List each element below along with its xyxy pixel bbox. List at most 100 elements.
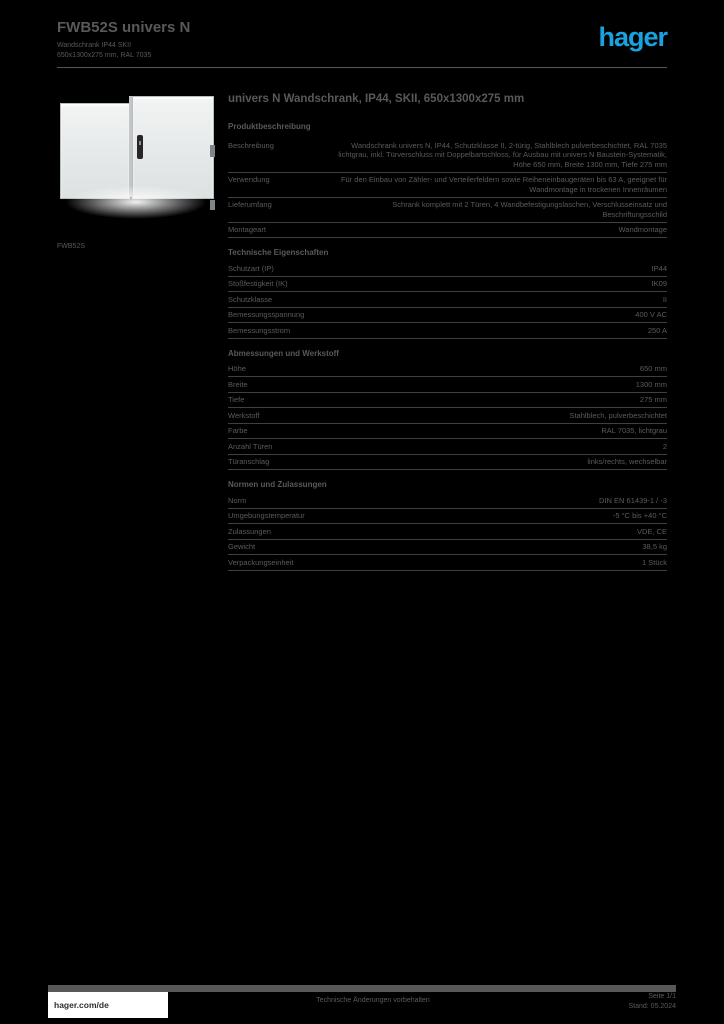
footer-website-link[interactable]: hager.com/de: [54, 1000, 109, 1010]
spec-value: Stahlblech, pulverbeschichtet: [569, 410, 667, 420]
spec-value: -5 °C bis +40 °C: [612, 511, 667, 520]
spec-value: 2: [662, 441, 667, 451]
hager-logo: hager: [598, 22, 668, 52]
spec-row: Bemessungsspannung 400 V AC: [228, 308, 667, 323]
section-rows: Schutzart (IP) IP44 Stoßfestigkeit (IK) …: [228, 261, 667, 339]
page-subtitle-line2: 650x1300x275 mm, RAL 7035: [57, 52, 152, 59]
spec-label: Verwendung: [228, 175, 270, 184]
spec-label: Gewicht: [228, 542, 256, 551]
enclosure-left-door: [60, 103, 130, 199]
spec-row: Verpackungseinheit 1 Stück: [228, 555, 667, 571]
spec-label: Breite: [228, 379, 248, 389]
enclosure-hinge-strip: [129, 96, 132, 197]
spec-label: Norm: [228, 495, 247, 505]
spec-section: Beschreibung Wandschrank univers N, IP44…: [228, 138, 667, 238]
spec-value: RAL 7035, lichtgrau: [601, 426, 667, 435]
spec-row: Anzahl Türen 2: [228, 439, 667, 455]
spec-value: 650 mm: [639, 364, 667, 373]
spec-value: Schrank komplett mit 2 Türen, 4 Wandbefe…: [392, 200, 667, 219]
spec-value: Wandmontage: [618, 225, 667, 234]
spec-label: Montageart: [228, 225, 266, 234]
spec-label: Werkstoff: [228, 410, 260, 420]
enclosure-wall-tab: [210, 145, 215, 157]
spec-value: 1300 mm: [635, 379, 667, 389]
spec-row: Schutzart (IP) IP44: [228, 261, 667, 277]
enclosure-handle: [137, 135, 143, 159]
spec-label: Bemessungsspannung: [228, 310, 305, 319]
enclosure-lock-icon: [139, 141, 141, 145]
spec-label: Verpackungseinheit: [228, 557, 294, 567]
spec-value: 275 mm: [639, 395, 667, 404]
spec-value: 38,5 kg: [642, 542, 667, 551]
spec-value: 1 Stück: [641, 557, 667, 567]
spec-value: II: [662, 294, 667, 304]
spec-value: 250 A: [647, 325, 667, 335]
spec-section: Abmessungen und Werkstoff Höhe 650 mm Br…: [228, 348, 667, 470]
spec-label: Lieferumfang: [228, 200, 272, 209]
spec-row: Farbe RAL 7035, lichtgrau: [228, 424, 667, 439]
spec-sections: Beschreibung Wandschrank univers N, IP44…: [228, 138, 667, 571]
spec-value: 400 V AC: [635, 310, 667, 319]
spec-row: Verwendung Für den Einbau von Zähler- un…: [228, 173, 667, 198]
spec-section: Technische Eigenschaften Schutzart (IP) …: [228, 248, 667, 339]
spec-row: Beschreibung Wandschrank univers N, IP44…: [228, 138, 667, 173]
spec-row: Tiefe 275 mm: [228, 393, 667, 408]
section-title: Normen und Zulassungen: [228, 480, 327, 489]
product-description-heading: Produktbeschreibung: [228, 122, 311, 131]
spec-label: Schutzklasse: [228, 294, 273, 304]
enclosure-right-door: [132, 96, 214, 199]
footer-website-box: hager.com/de: [48, 992, 168, 1018]
section-rows: Beschreibung Wandschrank univers N, IP44…: [228, 138, 667, 238]
image-floor-reflection: [65, 185, 207, 219]
footer-page-info: Seite 1/1 Stand: 05.2024: [596, 992, 677, 1012]
spec-row: Montageart Wandmontage: [228, 223, 667, 238]
spec-value: Wandschrank univers N, IP44, Schutzklass…: [338, 140, 667, 169]
spec-label: Türanschlag: [228, 457, 270, 466]
section-title: Abmessungen und Werkstoff: [228, 348, 339, 358]
spec-value: IP44: [651, 263, 667, 273]
spec-row: Schutzklasse II: [228, 292, 667, 308]
footer-bar: [48, 985, 676, 992]
section-rows: Norm DIN EN 61439-1 / -3 Umgebungstemper…: [228, 493, 667, 571]
spec-row: Höhe 650 mm: [228, 362, 667, 377]
spec-label: Bemessungsstrom: [228, 325, 291, 335]
spec-value: links/rechts, wechselbar: [587, 457, 667, 466]
spec-row: Umgebungstemperatur -5 °C bis +40 °C: [228, 509, 667, 524]
spec-row: Bemessungsstrom 250 A: [228, 323, 667, 339]
spec-row: Zulassungen VDE, CE: [228, 524, 667, 540]
section-rows: Höhe 650 mm Breite 1300 mm Tiefe 275 mm …: [228, 362, 667, 470]
page-title: FWB52S univers N: [57, 19, 191, 36]
spec-value: DIN EN 61439-1 / -3: [599, 495, 667, 505]
spec-value: IK09: [651, 279, 667, 288]
spec-label: Stoßfestigkeit (IK): [228, 279, 288, 288]
spec-row: Gewicht 38,5 kg: [228, 540, 667, 555]
spec-column: univers N Wandschrank, IP44, SKII, 650x1…: [228, 92, 667, 581]
spec-label: Anzahl Türen: [228, 441, 273, 451]
product-image: [57, 85, 215, 237]
page-subtitle-line1: Wandschrank IP44 SKII: [57, 42, 132, 49]
spec-label: Schutzart (IP): [228, 263, 274, 273]
header-divider: [57, 67, 667, 68]
spec-row: Werkstoff Stahlblech, pulverbeschichtet: [228, 408, 667, 424]
spec-label: Zulassungen: [228, 526, 271, 536]
footer-date-label: Stand: 05.2024: [628, 1003, 677, 1010]
spec-value: Für den Einbau von Zähler- und Verteiler…: [340, 175, 667, 194]
product-title: univers N Wandschrank, IP44, SKII, 650x1…: [228, 93, 525, 105]
spec-row: Stoßfestigkeit (IK) IK09: [228, 277, 667, 292]
spec-label: Beschreibung: [228, 140, 274, 150]
enclosure-wall-tab: [210, 200, 215, 210]
spec-value: VDE, CE: [636, 526, 667, 536]
spec-label: Höhe: [228, 364, 246, 373]
spec-row: Türanschlag links/rechts, wechselbar: [228, 455, 667, 470]
spec-row: Norm DIN EN 61439-1 / -3: [228, 493, 667, 509]
footer-page-label: Seite 1/1: [648, 993, 676, 1000]
spec-label: Tiefe: [228, 395, 245, 404]
section-title: Technische Eigenschaften: [228, 248, 329, 257]
spec-label: Umgebungstemperatur: [228, 511, 305, 520]
spec-row: Breite 1300 mm: [228, 377, 667, 393]
spec-label: Farbe: [228, 426, 248, 435]
spec-row: Lieferumfang Schrank komplett mit 2 Türe…: [228, 198, 667, 223]
footer-note: Technische Änderungen vorbehalten: [316, 997, 430, 1004]
product-image-caption: FWB52S: [57, 243, 86, 250]
spec-section: Normen und Zulassungen Norm DIN EN 61439…: [228, 480, 667, 571]
